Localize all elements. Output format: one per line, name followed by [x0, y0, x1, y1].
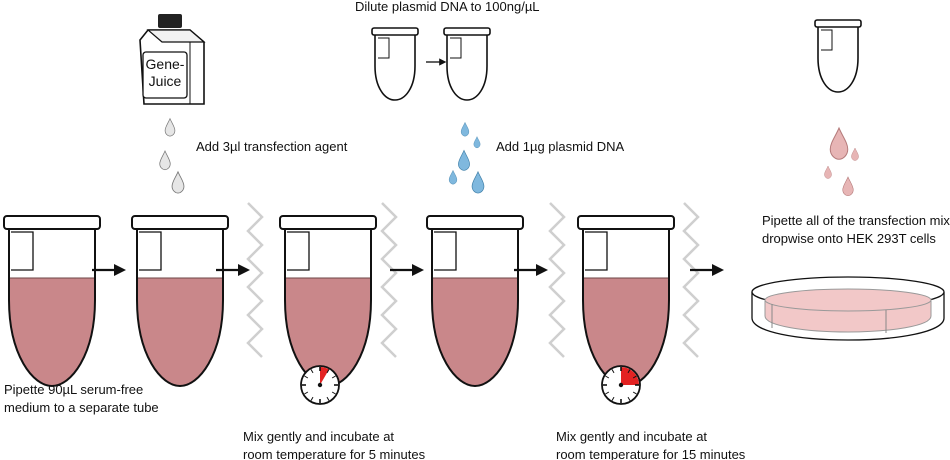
- label-dilute-dna: Dilute plasmid DNA to 100ng/µL: [355, 0, 540, 14]
- tube-step-2: [131, 215, 229, 387]
- shake-indicator-left-1: [246, 201, 264, 359]
- final-mixture-drops: [824, 127, 859, 197]
- tube-step-4: [426, 215, 524, 387]
- timer-tick: [310, 396, 314, 401]
- timer-tick: [605, 391, 610, 395]
- label-pipette-onto-cells-line-2: dropwise onto HEK 293T cells: [762, 231, 936, 246]
- label-add-transfection-agent: Add 3µl transfection agent: [196, 139, 348, 154]
- label-pipette-onto-cells: Pipette all of the transfection mixture …: [762, 212, 950, 248]
- label-pipette-onto-cells-line-1: Pipette all of the transfection mixture: [762, 213, 950, 228]
- label-add-plasmid-dna: Add 1µg plasmid DNA: [496, 139, 625, 154]
- timer-tick: [310, 369, 314, 374]
- label-mix-incubate-15-line-2: room temperature for 15 minutes: [556, 447, 746, 460]
- timer-hub: [317, 382, 323, 388]
- timer-tick: [627, 396, 631, 401]
- label-mix-incubate-5-line-2: room temperature for 5 minutes: [243, 447, 426, 460]
- timer-elapsed-sector: [621, 367, 639, 385]
- timer-tick: [632, 375, 637, 379]
- step-arrow-1: [90, 262, 128, 278]
- timer-tick: [605, 375, 610, 379]
- shake-indicator-left-2: [548, 201, 566, 359]
- gene-juice-bottle: [139, 14, 206, 105]
- timer-tick: [632, 391, 637, 395]
- tube-step-5: [577, 215, 675, 387]
- timer-tick: [627, 369, 631, 374]
- timer-tick: [326, 369, 330, 374]
- timer-tick: [304, 375, 309, 379]
- timer-elapsed-sector: [320, 367, 329, 385]
- bottle-label-line-2: Juice: [148, 73, 182, 89]
- label-pipette-serum-free-line-1: Pipette 90µL serum-free: [4, 382, 144, 397]
- timer-tick: [611, 369, 615, 374]
- shake-indicator-right-2: [682, 201, 700, 359]
- incubation-timer-5-min: [300, 365, 340, 405]
- timer-tick: [304, 391, 309, 395]
- timer-hub: [618, 382, 624, 388]
- petri-dish-hek-293t-cells: [751, 276, 945, 341]
- tube-step-1: [3, 215, 101, 387]
- bottle-label: Gene- Juice: [144, 56, 186, 90]
- bottle-label-line-1: Gene-: [145, 56, 185, 72]
- timer-tick: [331, 375, 336, 379]
- label-mix-incubate-5-line-1: Mix gently and incubate at: [243, 429, 395, 444]
- dilution-arrow: [425, 57, 448, 67]
- label-pipette-serum-free: Pipette 90µL serum-free medium to a sepa…: [4, 381, 159, 417]
- timer-tick: [611, 396, 615, 401]
- label-pipette-serum-free-line-2: medium to a separate tube: [4, 400, 159, 415]
- timer-tick: [331, 391, 336, 395]
- dilution-tube-diluted: [443, 27, 491, 101]
- dilution-tube-concentrated: [371, 27, 419, 101]
- step-arrow-4: [512, 262, 550, 278]
- final-tube: [814, 19, 862, 93]
- timer-tick: [326, 396, 330, 401]
- plasmid-dna-drops: [448, 122, 485, 194]
- label-mix-incubate-15-line-1: Mix gently and incubate at: [556, 429, 708, 444]
- label-mix-incubate-15: Mix gently and incubate at room temperat…: [556, 428, 745, 460]
- incubation-timer-15-min: [601, 365, 641, 405]
- tube-step-3: [279, 215, 377, 387]
- shake-indicator-right-1: [380, 201, 398, 359]
- transfection-agent-drops: [159, 118, 185, 194]
- label-mix-incubate-5: Mix gently and incubate at room temperat…: [243, 428, 425, 460]
